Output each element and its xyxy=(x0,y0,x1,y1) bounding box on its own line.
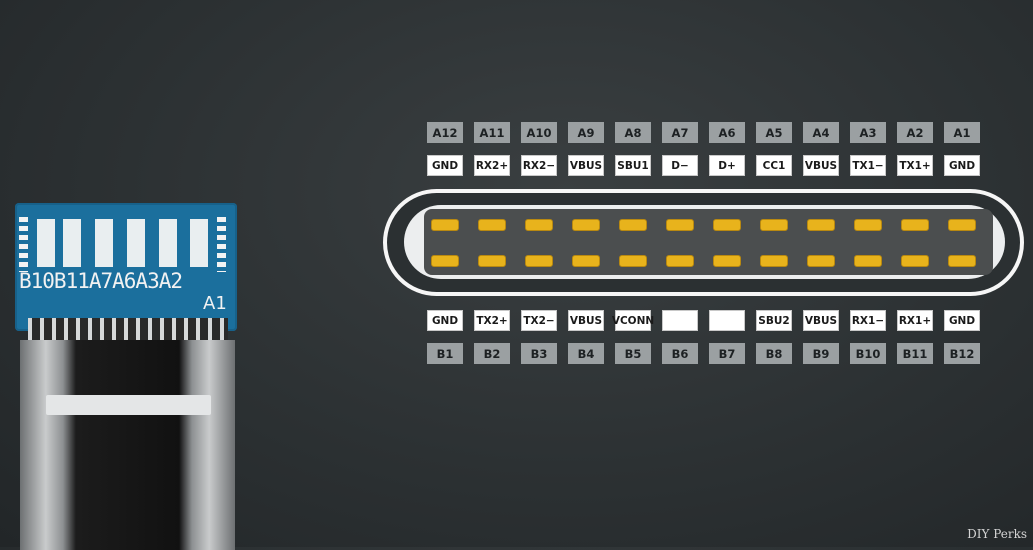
contact-top-row xyxy=(572,219,600,231)
pin-number-top: A9 xyxy=(568,122,604,143)
signal-label-bottom: GND xyxy=(427,310,463,331)
signal-label-bottom: VBUS xyxy=(568,310,604,331)
contact-top-row xyxy=(854,219,882,231)
pcb-pad xyxy=(63,219,81,267)
signal-label-bottom: TX2+ xyxy=(474,310,510,331)
contact-bottom-row xyxy=(478,255,506,267)
contact-top-row xyxy=(619,219,647,231)
signal-label-bottom: RX1− xyxy=(850,310,886,331)
contact-top-row xyxy=(478,219,506,231)
signal-label-top: SBU1 xyxy=(615,155,651,176)
contact-bottom-row xyxy=(713,255,741,267)
signal-label-bottom: VBUS xyxy=(803,310,839,331)
signal-label-top: RX2+ xyxy=(474,155,510,176)
contact-bottom-row xyxy=(572,255,600,267)
usb-c-connector-body xyxy=(20,340,235,550)
contact-top-row xyxy=(525,219,553,231)
pin-number-bottom: B1 xyxy=(427,343,463,364)
pin-number-top: A8 xyxy=(615,122,651,143)
pin-number-top: A6 xyxy=(709,122,745,143)
signal-label-bottom: RX1+ xyxy=(897,310,933,331)
pin-number-bottom: B10 xyxy=(850,343,886,364)
pcb-board: B10B11A7A6A3A2 A1 xyxy=(15,203,237,331)
pin-number-top: A12 xyxy=(427,122,463,143)
pin-number-bottom: B7 xyxy=(709,343,745,364)
pcb-mount-holes-left xyxy=(19,217,28,272)
pin-number-bottom: B6 xyxy=(662,343,698,364)
pin-number-top: A5 xyxy=(756,122,792,143)
contact-top-row xyxy=(713,219,741,231)
contact-bottom-row xyxy=(854,255,882,267)
breakout-board-photo: B10B11A7A6A3A2 A1 xyxy=(0,0,260,550)
contact-top-row xyxy=(807,219,835,231)
contact-bottom-row xyxy=(760,255,788,267)
signal-label-top: RX2− xyxy=(521,155,557,176)
signal-label-top: GND xyxy=(427,155,463,176)
signal-label-top: D− xyxy=(662,155,698,176)
pcb-pad xyxy=(159,219,177,267)
signal-label-top: GND xyxy=(944,155,980,176)
signal-label-top: CC1 xyxy=(756,155,792,176)
contact-top-row xyxy=(666,219,694,231)
pin-number-bottom: B9 xyxy=(803,343,839,364)
signal-label-top: VBUS xyxy=(568,155,604,176)
signal-label-bottom: GND xyxy=(944,310,980,331)
pcb-pad xyxy=(190,219,208,267)
contact-bottom-row xyxy=(431,255,459,267)
signal-label-top: VBUS xyxy=(803,155,839,176)
contact-bottom-row xyxy=(525,255,553,267)
pin-number-top: A2 xyxy=(897,122,933,143)
signal-label-bottom: TX2− xyxy=(521,310,557,331)
contact-bottom-row xyxy=(807,255,835,267)
signal-label-bottom xyxy=(662,310,698,331)
contact-top-row xyxy=(431,219,459,231)
pcb-mount-holes-right xyxy=(217,217,226,272)
pin-number-bottom: B3 xyxy=(521,343,557,364)
contact-top-row xyxy=(948,219,976,231)
signal-label-top: D+ xyxy=(709,155,745,176)
signal-label-top: TX1+ xyxy=(897,155,933,176)
contact-bottom-row xyxy=(901,255,929,267)
pin-number-top: A7 xyxy=(662,122,698,143)
pin-number-top: A4 xyxy=(803,122,839,143)
pin-number-top: A10 xyxy=(521,122,557,143)
pin-number-bottom: B4 xyxy=(568,343,604,364)
contact-top-row xyxy=(760,219,788,231)
contact-bottom-row xyxy=(666,255,694,267)
signal-label-bottom: SBU2 xyxy=(756,310,792,331)
pin-number-bottom: B11 xyxy=(897,343,933,364)
pcb-pad xyxy=(37,219,55,267)
pin-number-bottom: B2 xyxy=(474,343,510,364)
contact-top-row xyxy=(901,219,929,231)
pcb-pad xyxy=(95,219,113,267)
pcb-pad xyxy=(127,219,145,267)
pin-number-bottom: B12 xyxy=(944,343,980,364)
signal-label-bottom: VCONN xyxy=(612,310,654,331)
signal-label-bottom xyxy=(709,310,745,331)
pin-number-bottom: B5 xyxy=(615,343,651,364)
contact-area xyxy=(424,209,993,275)
contact-bottom-row xyxy=(619,255,647,267)
pin-number-top: A1 xyxy=(944,122,980,143)
contact-bottom-row xyxy=(948,255,976,267)
pin-number-top: A11 xyxy=(474,122,510,143)
pcb-corner-label: A1 xyxy=(203,293,227,314)
pin-number-top: A3 xyxy=(850,122,886,143)
pcb-silkscreen-label: B10B11A7A6A3A2 xyxy=(19,269,183,293)
pin-number-bottom: B8 xyxy=(756,343,792,364)
connector-tongue xyxy=(46,395,211,415)
watermark: DIY Perks xyxy=(967,527,1027,541)
signal-label-top: TX1− xyxy=(850,155,886,176)
